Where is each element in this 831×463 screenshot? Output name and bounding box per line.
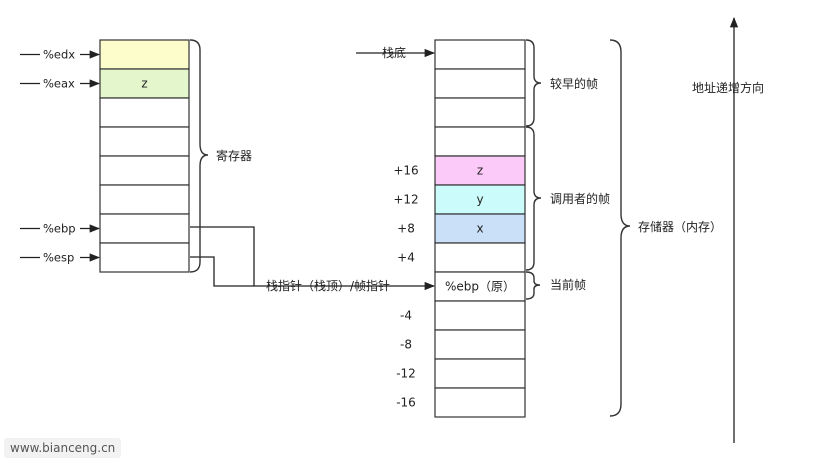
- memory-column: z +16 y +12 x +8 +4 %ebp（原） -4 -8 -12 -16: [393, 39, 526, 418]
- memory-offset-label: -4: [400, 309, 412, 323]
- memory-cell: [434, 155, 526, 186]
- current-frame-label: 当前帧: [550, 277, 586, 292]
- register-cell: [99, 126, 190, 157]
- register-cell: [99, 97, 190, 128]
- register-value: z: [141, 77, 147, 91]
- memory-cell: [434, 271, 526, 302]
- storage-brace: [609, 39, 631, 417]
- memory-offset-label: -16: [396, 396, 416, 410]
- register-pointer-label: %ebp: [43, 222, 76, 236]
- register-pointer-label: %eax: [43, 77, 75, 91]
- earlier-frame-brace: [525, 39, 542, 127]
- earlier-frame-label: 较早的帧: [550, 76, 598, 91]
- register-pointer-label: %esp: [43, 251, 74, 265]
- memory-cell: [434, 184, 526, 215]
- esp-connector: [190, 256, 436, 291]
- memory-cell: [434, 213, 526, 244]
- watermark: www.bianceng.cn: [4, 438, 122, 458]
- register-brace: [189, 39, 209, 273]
- register-cell: [99, 68, 190, 99]
- memory-cell: [434, 68, 526, 99]
- address-direction-label: 地址递增方向: [692, 80, 764, 95]
- memory-cell: [434, 97, 526, 128]
- stack-pointer-label: 栈指针（栈顶）/帧指针: [266, 278, 390, 293]
- memory-cell: [434, 387, 526, 418]
- register-cell: [99, 213, 190, 244]
- register-pointer-label-bg: [40, 220, 80, 237]
- ebp-connector: [190, 226, 255, 286]
- memory-offset-label: +8: [397, 222, 415, 236]
- memory-offset-label: -8: [400, 338, 412, 352]
- register-pointer-label-bg: [40, 75, 80, 92]
- memory-cell: [434, 329, 526, 360]
- memory-value: z: [477, 164, 483, 178]
- caller-frame-label: 调用者的帧: [550, 191, 610, 206]
- memory-cell: [434, 358, 526, 389]
- register-pointer-label-bg: [40, 249, 80, 266]
- memory-value: x: [476, 222, 483, 236]
- memory-cell: [434, 242, 526, 273]
- memory-offset-label: +4: [397, 251, 415, 265]
- memory-cell: [434, 126, 526, 157]
- memory-offset-label: -12: [396, 367, 416, 381]
- memory-value: %ebp（原）: [445, 280, 515, 294]
- register-cell: [99, 242, 190, 273]
- caller-frame-brace: [525, 126, 542, 271]
- storage-label: 存储器（内存）: [638, 219, 722, 234]
- register-pointer-label: %edx: [43, 48, 75, 62]
- register-cell: [99, 155, 190, 186]
- register-column: %edx z %eax %ebp %esp: [20, 39, 190, 273]
- memory-value: y: [476, 193, 483, 207]
- memory-offset-label: +16: [393, 164, 418, 178]
- register-cell: [99, 184, 190, 215]
- memory-offset-label: +12: [393, 193, 418, 207]
- register-group-label: 寄存器: [216, 148, 252, 163]
- register-cell: [99, 39, 190, 70]
- memory-cell: [434, 300, 526, 331]
- current-frame-brace: [525, 271, 541, 300]
- stack-bottom-label: 栈底: [382, 45, 406, 60]
- memory-cell: [434, 39, 526, 70]
- register-pointer-label-bg: [40, 46, 80, 63]
